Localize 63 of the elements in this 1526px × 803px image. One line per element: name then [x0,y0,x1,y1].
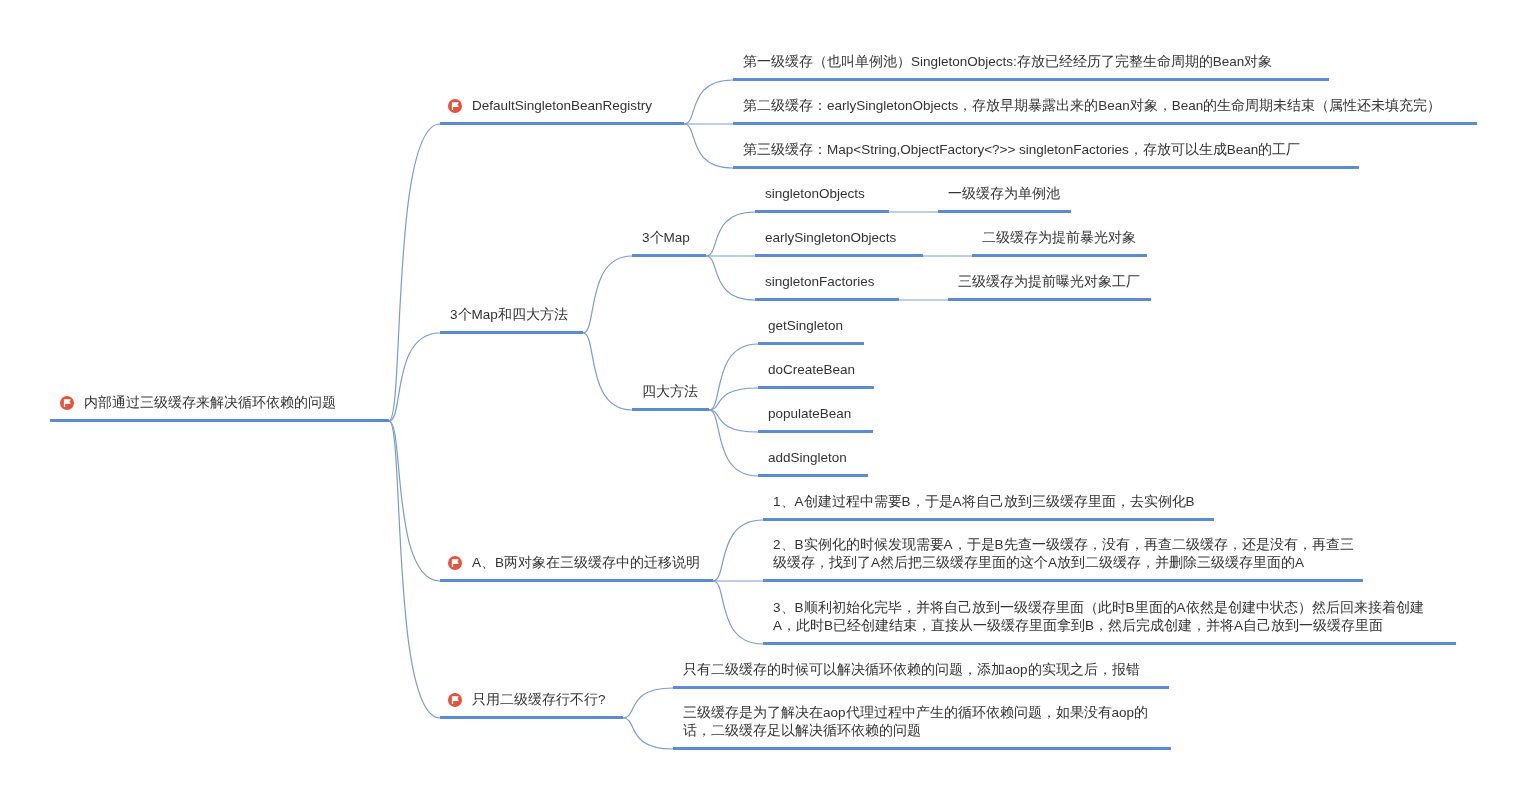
topic-underline [763,534,1363,582]
topic-underline [763,491,1214,521]
branch-line [705,255,756,257]
topic-underline [763,597,1456,645]
topic-label: DefaultSingletonBeanRegistry [472,97,653,115]
branch-line [712,580,764,582]
topic-label: 2、B实例化的时候发现需要A，于是B先查一级缓存，没有，再查二级缓存，还是没有，再查三级缓存，找到了A然后把三级缓存里面的这个A放到二级缓存，并删除三级缓存里面的A [773,536,1355,572]
topic-label: 二级缓存为提前暴光对象 [982,229,1136,247]
topic-underline [733,139,1359,169]
topic-label: getSingleton [768,317,844,335]
branch-line [712,580,764,645]
topic-label: 3、B顺利初始化完毕，并将自己放到一级缓存里面（此时B里面的A依然是创建中状态）然后回来接着创建A，此时B已经创建结束，直接从一级缓存里面拿到B，然后完成创建，并将A自己放到一级缓存里面 [773,599,1425,635]
branch-line [622,717,674,750]
branch-line [388,332,441,422]
branch-line [708,409,759,477]
branch-line [898,299,949,301]
topic-label: singletonObjects [765,185,865,203]
topic-label: 3个Map和四大方法 [450,306,568,324]
topic-label: earlySingletonObjects [765,229,897,247]
topic-underline [733,95,1477,125]
branch-line [922,255,973,257]
topic-underline [938,183,1071,213]
topic-label: 只有二级缓存的时候可以解决循环依赖的问题，添加aop的实现之后，报错 [683,661,1140,679]
topic-label: 一级缓存为单例池 [948,185,1060,203]
topic-underline [673,702,1171,750]
branch-line [388,123,441,422]
topic-underline [632,227,706,257]
topic-underline [440,552,713,582]
topic-underline [948,271,1151,301]
topic-underline [733,51,1329,81]
topic-underline [440,689,623,719]
topic-label: 三级缓存是为了解决在aop代理过程中产生的循环依赖问题，如果没有aop的话，二级缓存足以解决循环依赖的问题 [683,704,1150,740]
branch-line [388,420,441,582]
topic-label: 四大方法 [642,383,698,401]
branch-line [388,420,441,719]
branch-line [683,123,734,125]
topic-label: addSingleton [768,449,847,467]
topic-underline [632,381,709,411]
topic-label: 内部通过三级缓存来解决循环依赖的问题 [84,394,336,412]
branch-line [708,343,759,411]
topic-label: singletonFactories [765,273,875,291]
topic-underline [50,392,389,422]
branch-line [705,255,756,301]
topic-underline [972,227,1147,257]
topic-label: 第一级缓存（也叫单例池）SingletonObjects:存放已经经历了完整生命周期的Bean对象 [743,53,1273,71]
topic-label: 只用二级缓存行不行? [472,691,606,709]
branch-line [582,255,633,334]
topic-label: populateBean [768,405,852,423]
branch-line [683,123,734,169]
topic-label: 第二级缓存：earlySingletonObjects，存放早期暴露出来的Bean对象，Bean的生命周期未结束（属性还未填充完） [743,97,1442,115]
topic-label: 1、A创建过程中需要B，于是A将自己放到三级缓存里面，去实例化B [773,493,1195,511]
topic-label: doCreateBean [768,361,856,379]
branch-line [708,387,759,411]
topic-label: A、B两对象在三级缓存中的迁移说明 [472,554,700,572]
branch-line [712,519,764,582]
topic-label: 3个Map [642,229,690,247]
branch-line [582,332,633,411]
topic-underline [673,659,1169,689]
topic-underline [440,304,583,334]
branch-line [888,211,939,213]
branch-line [622,687,674,719]
topic-label: 第三级缓存：Map<String,ObjectFactory<?>> singletonFactories，存放可以生成Bean的工厂 [743,141,1301,159]
topic-label: 三级缓存为提前曝光对象工厂 [958,273,1140,291]
